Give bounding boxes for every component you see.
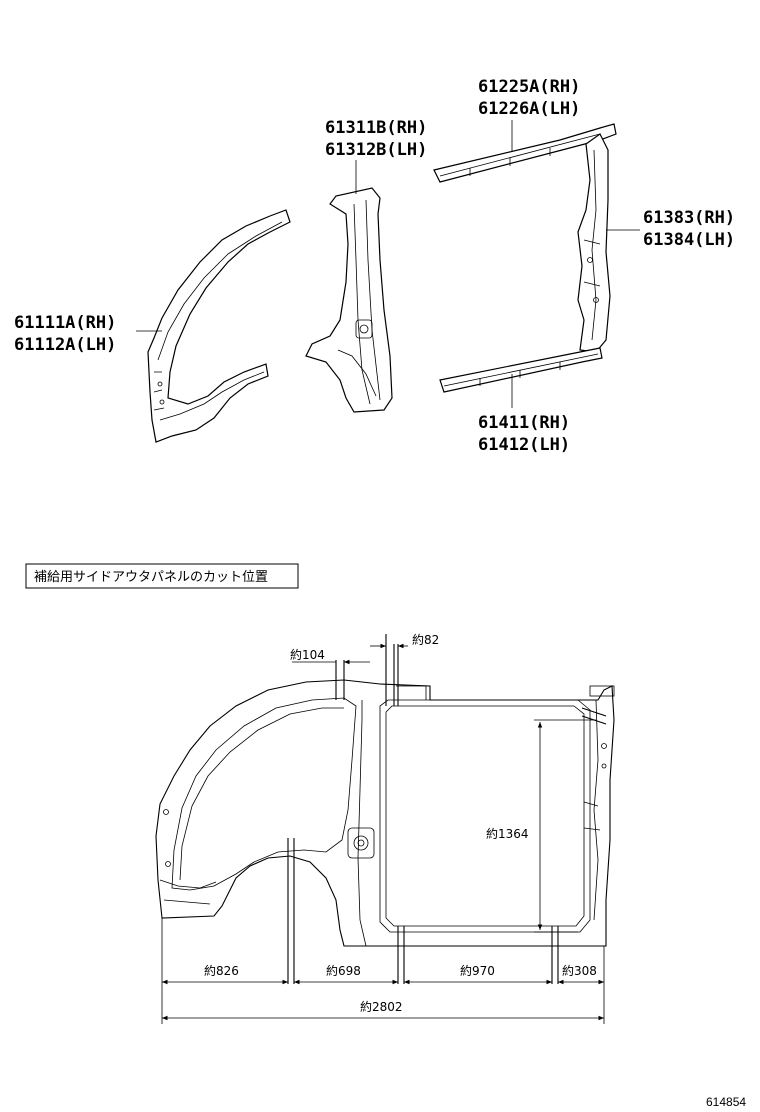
rear-pillar-part [577,133,611,353]
dimension-2802: 約2802 [162,999,604,1021]
cut-lines [287,634,607,984]
part-label-front-pillar: 61111A(RH) 61112A(LH) [14,313,116,355]
svg-text:約826: 約826 [204,963,239,978]
side-outer-panel [155,679,615,947]
svg-text:61383(RH): 61383(RH) [643,208,735,228]
svg-text:約2802: 約2802 [360,999,403,1014]
center-pillar-part [305,187,393,413]
part-label-rear-pillar: 61383(RH) 61384(LH) [643,208,735,250]
svg-text:約970: 約970 [460,963,495,978]
part-label-center-pillar: 61311B(RH) 61312B(LH) [325,118,427,160]
svg-text:61411(RH): 61411(RH) [478,413,570,433]
extension-lines [161,719,605,1024]
svg-text:61111A(RH): 61111A(RH) [14,313,116,333]
cut-position-caption: 補給用サイドアウタパネルのカット位置 [25,563,299,589]
rocker-part [439,347,603,393]
dimension-1364: 約1364 [486,722,543,930]
svg-text:約308: 約308 [562,963,597,978]
dimension-970: 約970 [404,963,552,985]
dimension-826: 約826 [162,963,288,985]
svg-text:61312B(LH): 61312B(LH) [325,140,427,160]
svg-text:約82: 約82 [412,632,439,647]
svg-text:約698: 約698 [326,963,361,978]
svg-text:61384(LH): 61384(LH) [643,230,735,250]
figure-number: 614854 [706,1095,746,1109]
part-label-roof-rail: 61225A(RH) 61226A(LH) [478,77,580,119]
dimension-104: 約104 [290,647,370,665]
svg-text:補給用サイドアウタパネルのカット位置: 補給用サイドアウタパネルのカット位置 [34,570,268,585]
svg-text:61412(LH): 61412(LH) [478,435,570,455]
svg-text:約104: 約104 [290,647,325,662]
front-pillar-part [147,209,291,443]
dimension-82: 約82 [370,632,439,649]
dimension-698: 約698 [294,963,398,985]
part-label-rocker: 61411(RH) 61412(LH) [478,413,570,455]
dimension-308: 約308 [558,963,604,985]
roof-rail-part [433,123,617,183]
svg-text:61112A(LH): 61112A(LH) [14,335,116,355]
svg-text:61226A(LH): 61226A(LH) [478,99,580,119]
svg-text:61311B(RH): 61311B(RH) [325,118,427,138]
svg-text:61225A(RH): 61225A(RH) [478,77,580,97]
svg-text:約1364: 約1364 [486,826,529,841]
